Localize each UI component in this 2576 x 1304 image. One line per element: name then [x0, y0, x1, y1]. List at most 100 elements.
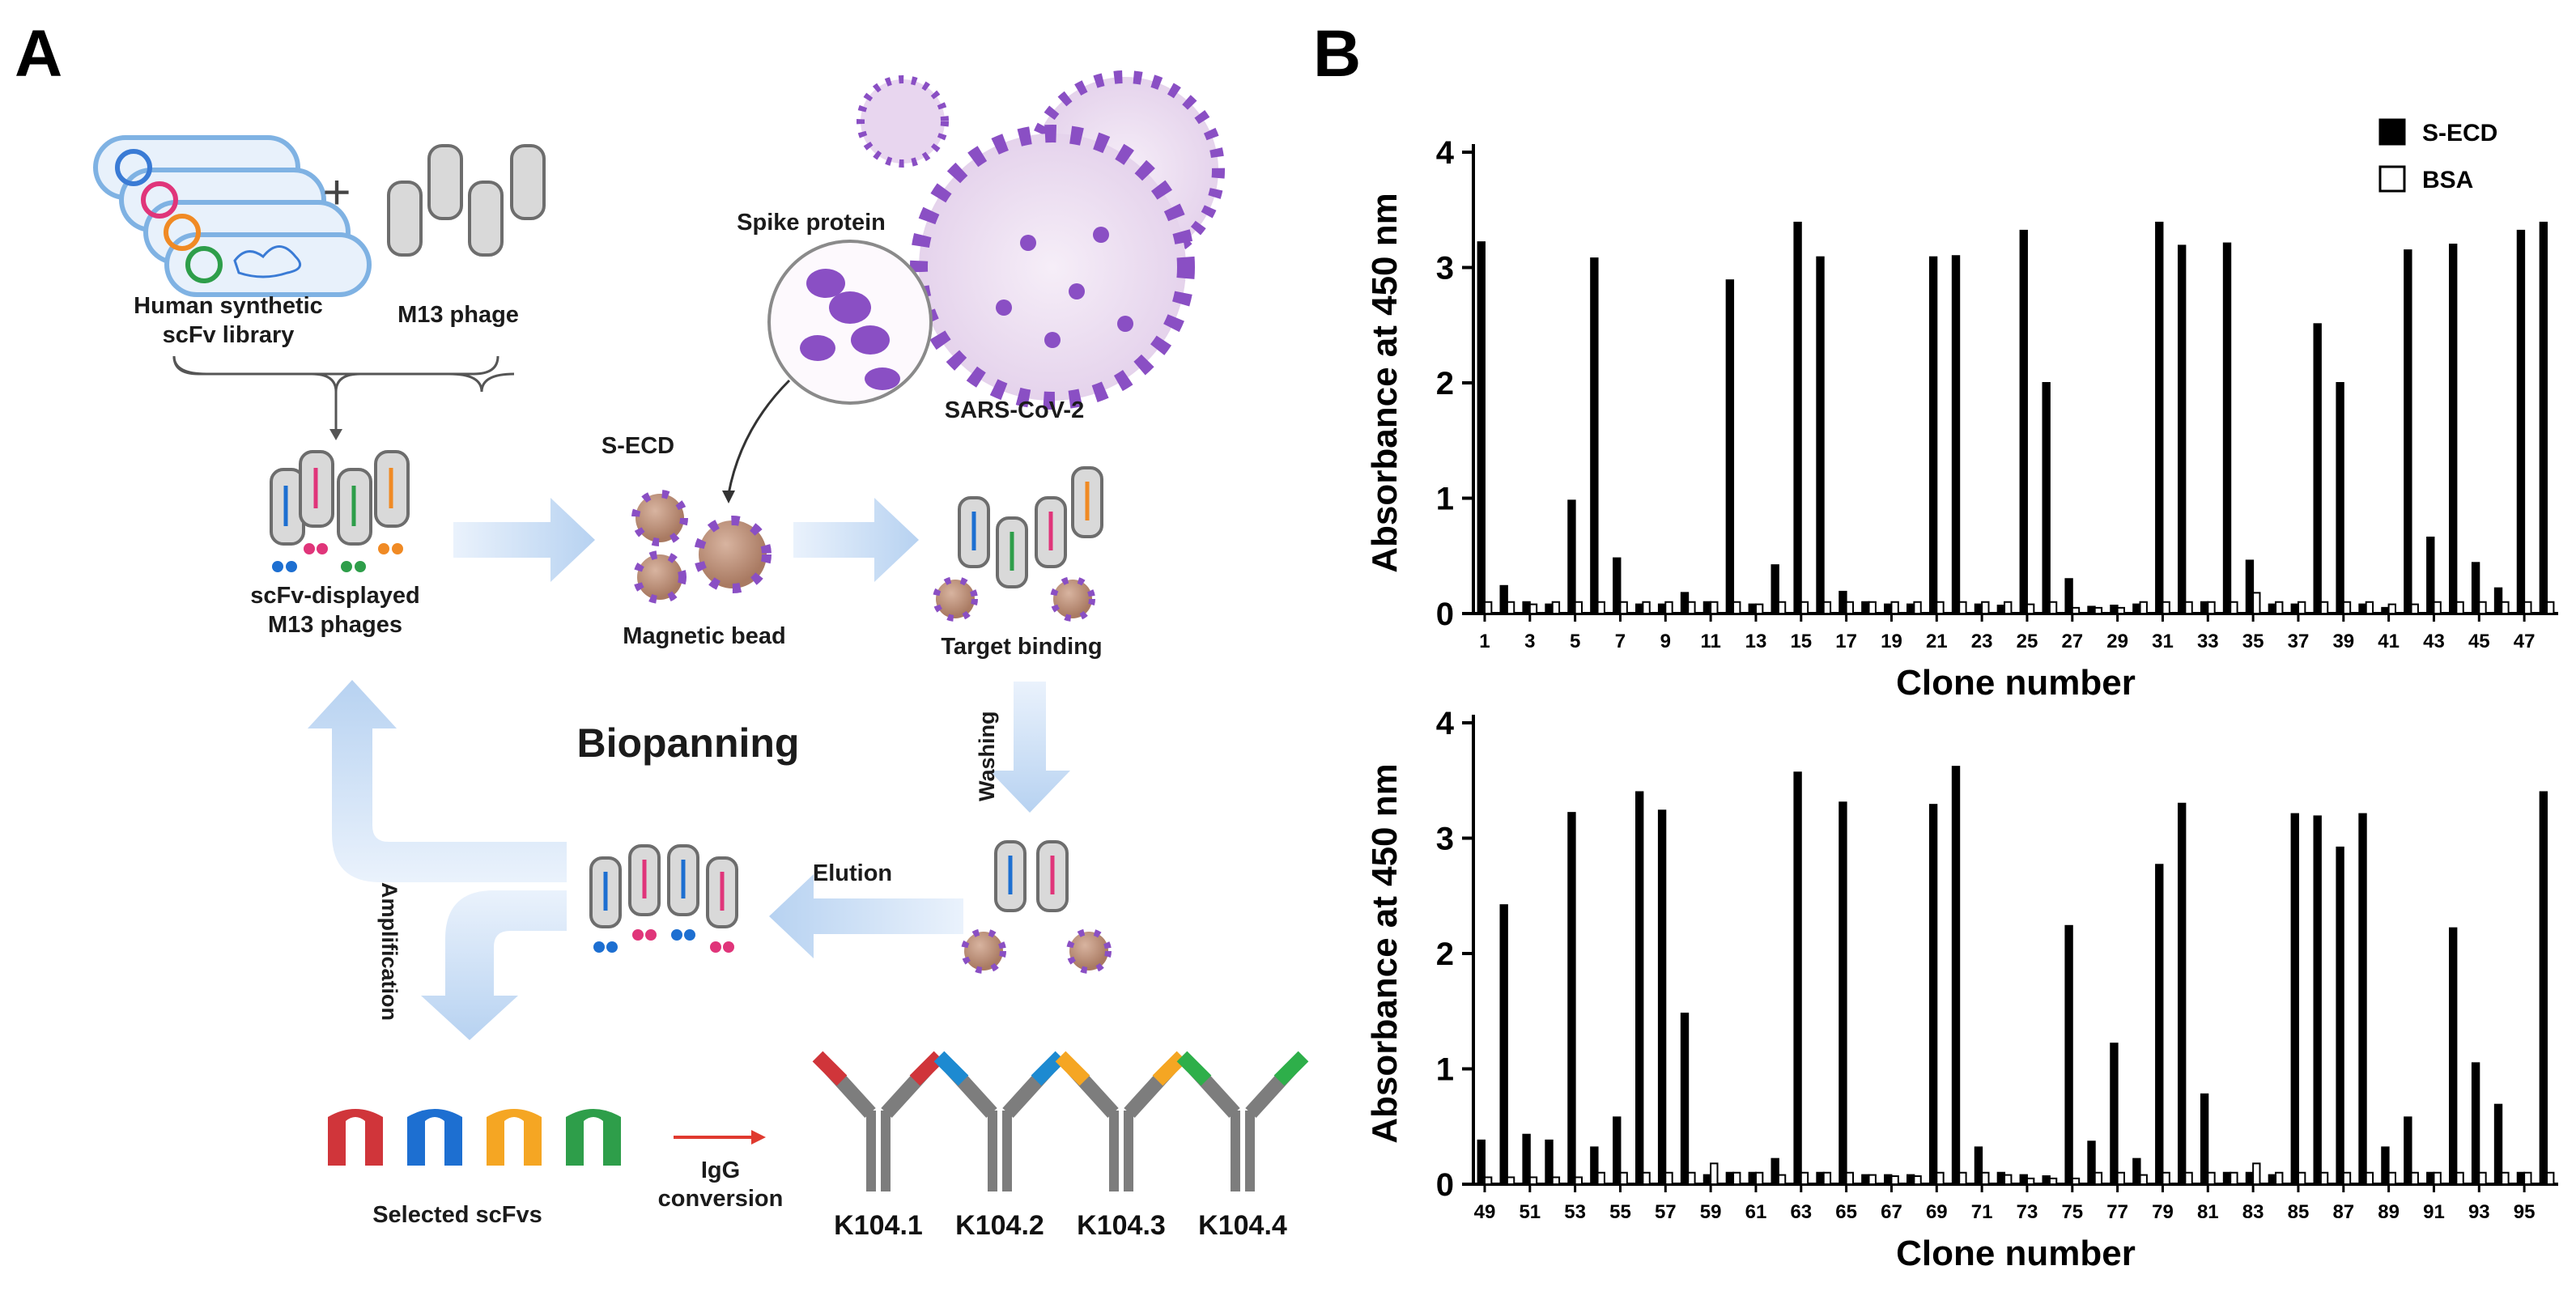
y-tick-label: 4: [1436, 135, 1455, 171]
m13-phage-icon: [387, 144, 546, 257]
bar-bsa-clone-48: [2546, 601, 2555, 614]
washing-label: Washing: [975, 711, 999, 802]
antibody-label-2: K104.2: [955, 1210, 1044, 1241]
bar-s-ecd-clone-88: [2358, 813, 2367, 1185]
bar-bsa-clone-74: [2048, 1177, 2058, 1185]
bar-bsa-clone-49: [1483, 1176, 1493, 1185]
bar-bsa-clone-37: [2297, 601, 2306, 614]
x-tick-label: 69: [1926, 1201, 1948, 1223]
bar-bsa-clone-22: [1958, 601, 1967, 614]
bar-bsa-clone-29: [2116, 606, 2125, 614]
bar-bsa-clone-21: [1936, 601, 1945, 614]
bar-s-ecd-clone-50: [1499, 904, 1508, 1186]
x-tick-label: 81: [2197, 1201, 2219, 1223]
bar-bsa-clone-15: [1800, 601, 1809, 614]
x-tick-label: 91: [2423, 1201, 2445, 1223]
y-tick-label: 0: [1436, 597, 1454, 632]
secd-label: S-ECD: [601, 433, 674, 459]
bar-s-ecd-clone-96: [2539, 791, 2548, 1185]
bar-s-ecd-clone-37: [2290, 603, 2299, 614]
bar-s-ecd-clone-14: [1770, 564, 1779, 615]
bar-bsa-clone-38: [2319, 601, 2329, 614]
x-tick-label: 29: [2106, 631, 2128, 652]
legend-swatch-s-ecd: [2378, 118, 2406, 146]
bar-s-ecd-clone-85: [2290, 813, 2299, 1185]
bar-bsa-clone-4: [1551, 601, 1561, 614]
bar-s-ecd-clone-52: [1545, 1139, 1554, 1185]
x-tick-label: 57: [1655, 1201, 1677, 1223]
bar-bsa-clone-35: [2252, 592, 2261, 614]
bar-bsa-clone-69: [1936, 1171, 1945, 1185]
bar-s-ecd-clone-15: [1793, 221, 1802, 614]
bar-s-ecd-clone-12: [1725, 279, 1735, 614]
x-tick-label: 89: [2378, 1201, 2400, 1223]
bar-s-ecd-clone-30: [2132, 603, 2141, 614]
bar-s-ecd-clone-91: [2426, 1171, 2435, 1185]
bar-bsa-clone-76: [2094, 1171, 2103, 1185]
bar-s-ecd-clone-10: [1680, 592, 1690, 614]
y-tick-label: 4: [1436, 706, 1455, 741]
bar-bsa-clone-71: [1981, 1171, 1990, 1185]
x-tick-label: 33: [2197, 631, 2219, 652]
bar-bsa-clone-72: [2004, 1174, 2013, 1185]
legend-swatch-bsa: [2378, 165, 2406, 193]
target-label: Target binding: [941, 634, 1102, 660]
x-tick-label: 47: [2514, 631, 2536, 652]
bar-bsa-clone-42: [2410, 603, 2419, 614]
bar-bsa-clone-8: [1642, 601, 1651, 614]
x-tick-label: 65: [1835, 1201, 1857, 1223]
x-axis-title: Clone number: [1896, 663, 2136, 703]
bar-bsa-clone-7: [1619, 601, 1628, 614]
bar-s-ecd-clone-84: [2268, 1174, 2277, 1185]
y-tick-label: 0: [1436, 1167, 1454, 1203]
bar-s-ecd-clone-92: [2449, 927, 2458, 1186]
scfv-library-icon: [93, 135, 372, 297]
bar-s-ecd-clone-66: [1861, 1174, 1870, 1185]
y-axis-title: Absorbance at 450 nm: [1365, 763, 1405, 1144]
bar-s-ecd-clone-9: [1657, 603, 1667, 614]
bar-s-ecd-clone-39: [2336, 382, 2344, 614]
bar-s-ecd-clone-77: [2110, 1043, 2119, 1186]
bar-bsa-clone-68: [1913, 1175, 1922, 1186]
bar-bsa-clone-51: [1528, 1176, 1538, 1185]
bar-s-ecd-clone-86: [2313, 815, 2322, 1185]
bar-s-ecd-clone-34: [2222, 242, 2232, 614]
bar-s-ecd-clone-22: [1951, 255, 1961, 614]
antibody-label-3: K104.3: [1077, 1210, 1166, 1241]
bar-s-ecd-clone-70: [1951, 766, 1961, 1185]
bar-bsa-clone-80: [2184, 1171, 2193, 1185]
bar-bsa-clone-9: [1664, 601, 1673, 614]
bar-s-ecd-clone-2: [1499, 584, 1508, 614]
x-axis-title: Clone number: [1896, 1234, 2136, 1273]
x-tick-label: 13: [1745, 631, 1767, 652]
bar-bsa-clone-54: [1596, 1171, 1605, 1185]
spike-protein-label: Spike protein: [737, 210, 886, 236]
bar-bsa-clone-89: [2387, 1171, 2396, 1185]
y-tick-label: 3: [1436, 822, 1454, 857]
x-tick-label: 7: [1615, 631, 1626, 652]
bar-bsa-clone-86: [2319, 1171, 2329, 1185]
bar-s-ecd-clone-1: [1477, 241, 1486, 614]
bar-s-ecd-clone-45: [2471, 562, 2480, 614]
bar-bsa-clone-77: [2116, 1171, 2125, 1185]
bar-s-ecd-clone-49: [1477, 1139, 1486, 1185]
bar-s-ecd-clone-59: [1702, 1174, 1712, 1185]
x-tick-label: 93: [2468, 1201, 2490, 1223]
bar-s-ecd-clone-53: [1567, 812, 1576, 1186]
bar-bsa-clone-26: [2048, 601, 2058, 614]
bar-bsa-clone-41: [2387, 603, 2396, 614]
washed-phages-icon: [961, 840, 1112, 974]
selection-arrow: [421, 890, 567, 1040]
x-tick-label: 87: [2332, 1201, 2354, 1223]
bar-s-ecd-clone-58: [1680, 1013, 1690, 1185]
x-tick-label: 79: [2152, 1201, 2174, 1223]
bar-bsa-clone-44: [2455, 601, 2464, 614]
arrow-to-target: [793, 498, 919, 582]
bar-bsa-clone-23: [1981, 601, 1990, 614]
bar-bsa-clone-18: [1868, 601, 1877, 614]
bar-bsa-clone-55: [1619, 1171, 1628, 1185]
bar-s-ecd-clone-7: [1613, 557, 1622, 614]
bar-bsa-clone-56: [1642, 1171, 1651, 1185]
bar-s-ecd-clone-42: [2404, 249, 2412, 614]
